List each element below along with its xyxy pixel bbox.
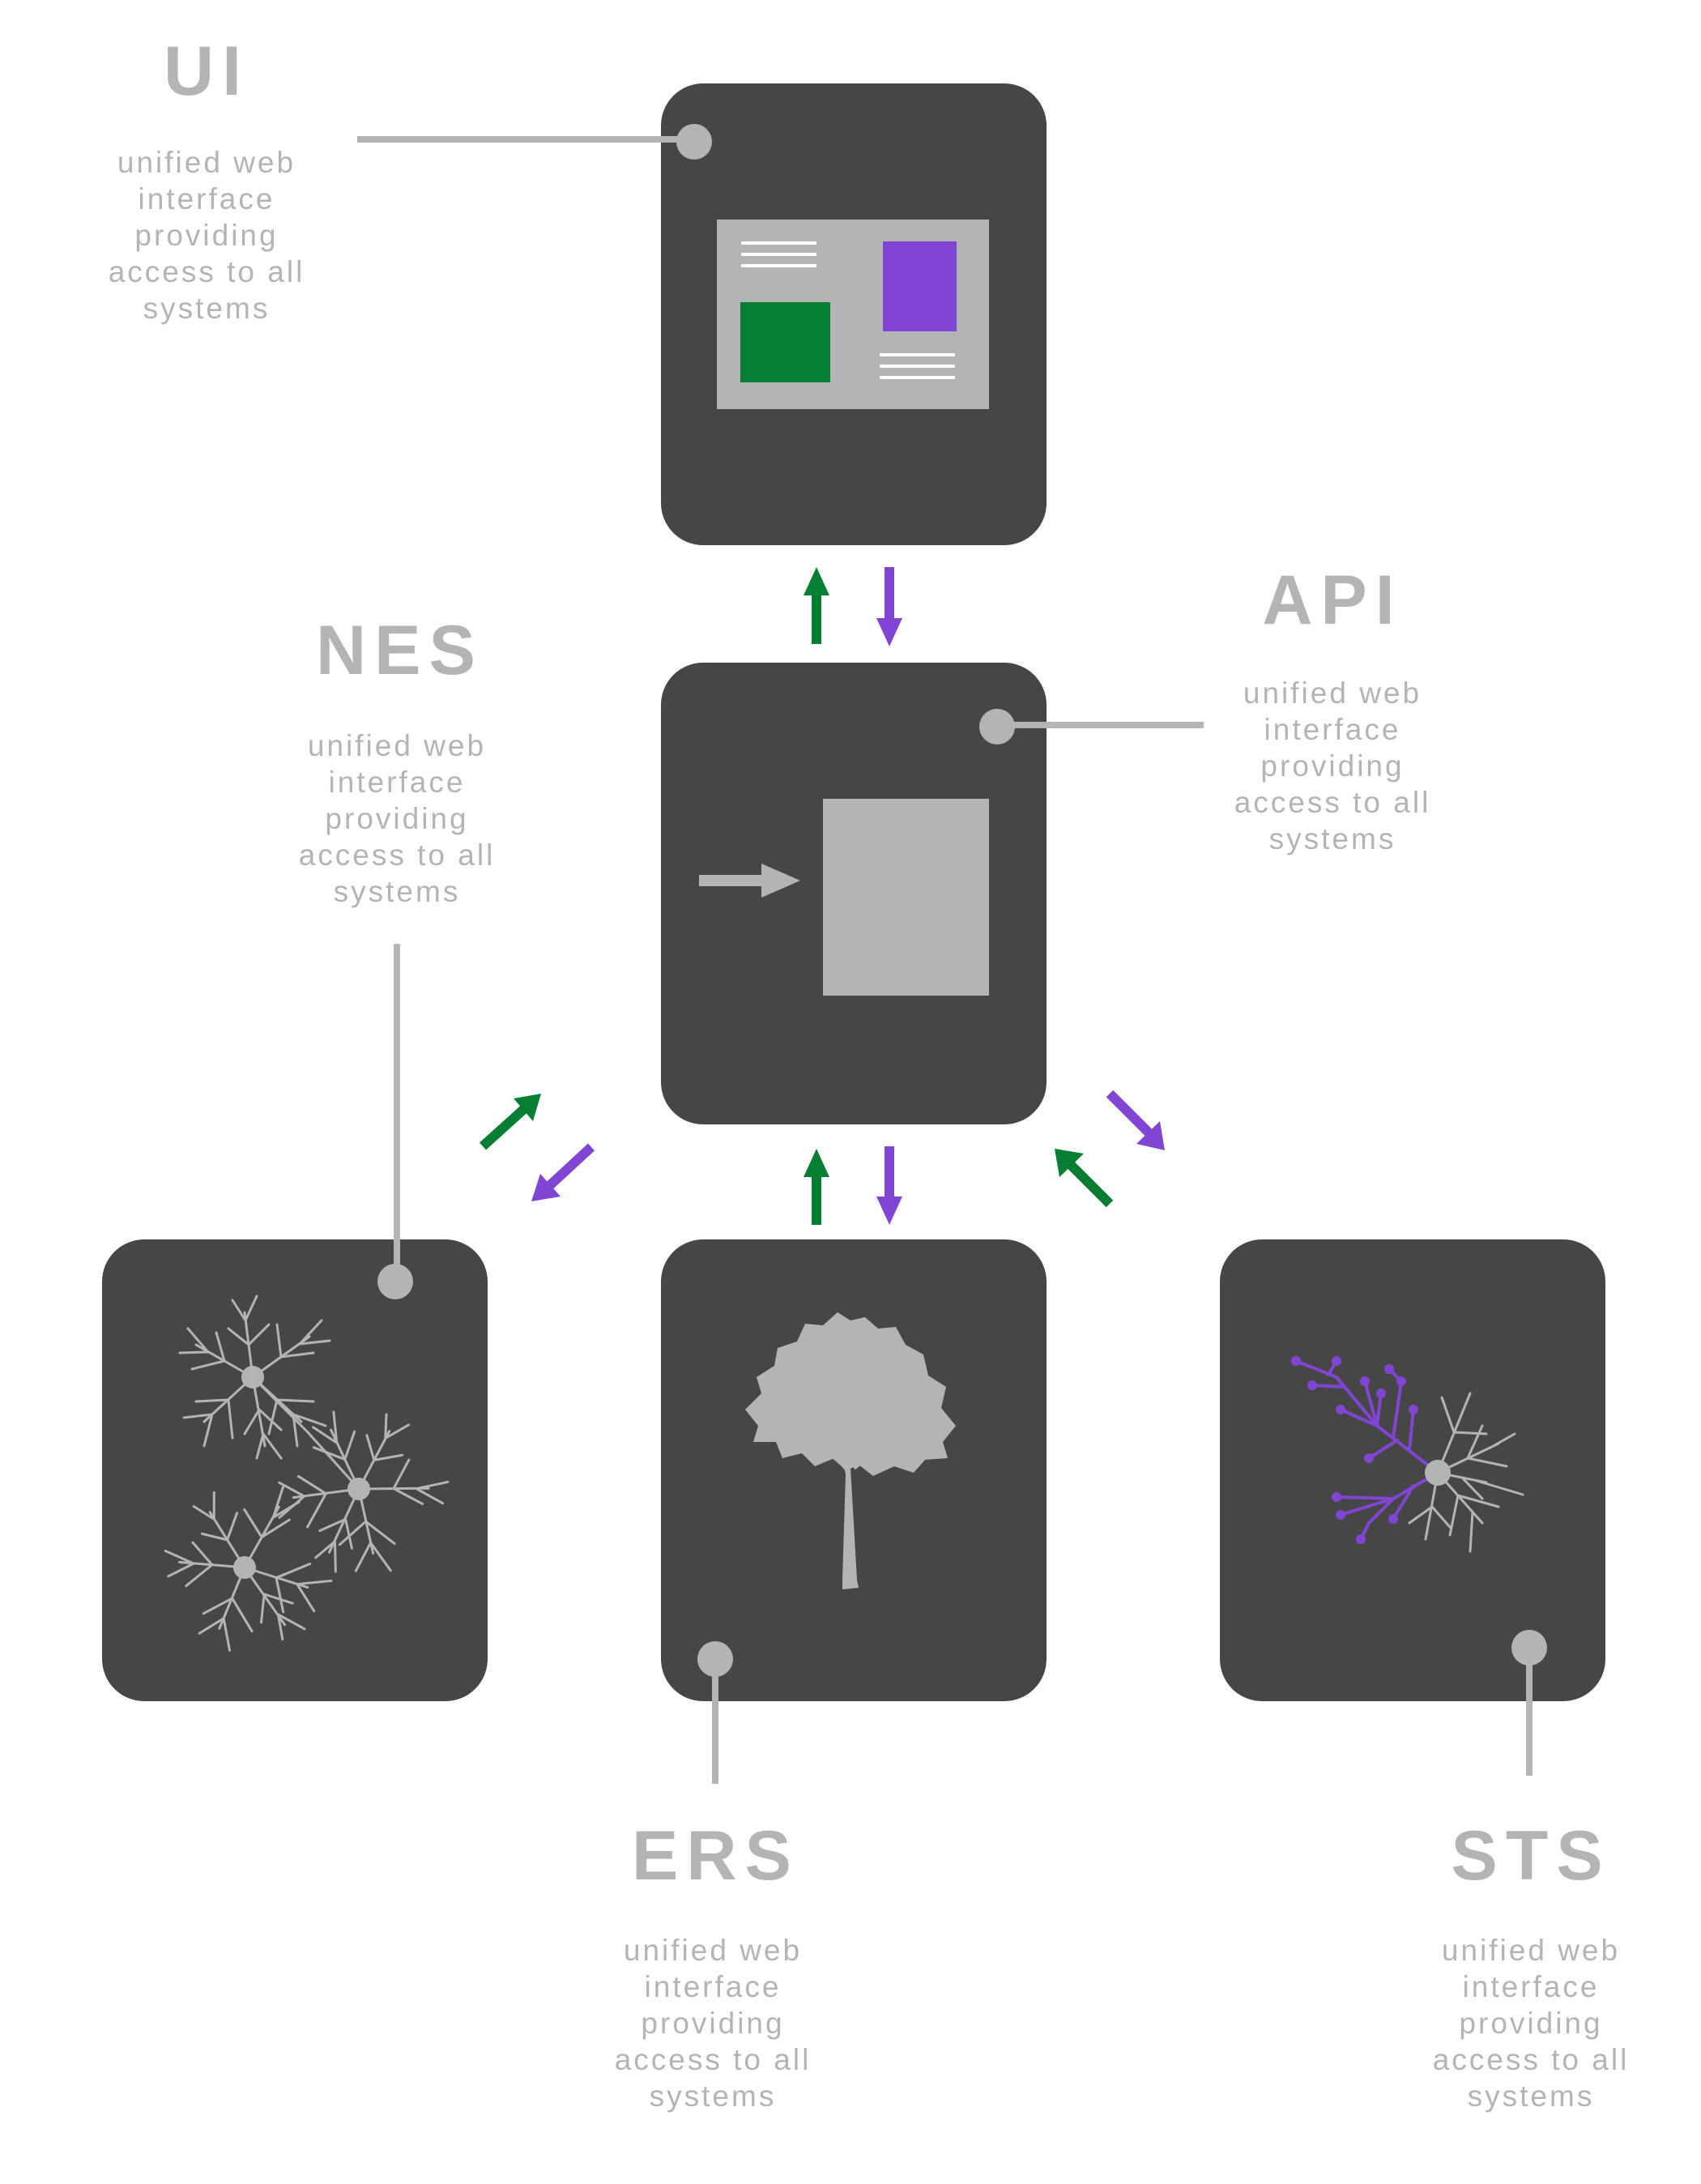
api-input-icon — [699, 799, 989, 996]
sts-desc-line: providing — [1459, 2007, 1603, 2040]
connector-sts — [1511, 1630, 1547, 1776]
connector-ers — [697, 1641, 733, 1784]
connector-api — [979, 709, 1204, 744]
api-description: unified web interface providing access t… — [1203, 675, 1462, 857]
ui-desc-line: providing — [134, 219, 279, 252]
ers-desc-line: systems — [649, 2079, 777, 2113]
ers-panel[interactable] — [661, 1239, 1047, 1701]
arrow-up-sts-api — [1055, 1149, 1114, 1208]
ui-desc-line: interface — [138, 182, 275, 215]
sts-title: STS — [1451, 1817, 1611, 1895]
sts-desc-line: interface — [1462, 1970, 1600, 2003]
arrow-up-nes-api — [479, 1094, 541, 1150]
ers-desc-line: providing — [641, 2007, 785, 2040]
connector-ui — [357, 124, 712, 160]
nes-desc-line: providing — [325, 802, 469, 835]
api-desc-line: systems — [1268, 822, 1396, 855]
nes-title: NES — [316, 612, 484, 689]
api-title: API — [1262, 561, 1403, 639]
green-tile — [740, 302, 830, 382]
arrow-down-api-nes — [531, 1143, 595, 1201]
nes-description: unified web interface providing access t… — [267, 727, 526, 910]
ui-desc-line: systems — [143, 292, 271, 325]
arrow-down-api-sts — [1106, 1090, 1165, 1150]
purple-tile — [883, 241, 957, 331]
nes-desc-line: interface — [328, 766, 466, 799]
ui-desc-line: access to all — [108, 255, 305, 288]
arrow-down-ui-api — [876, 567, 902, 646]
sts-desc-line: access to all — [1432, 2043, 1630, 2076]
sts-panel[interactable] — [1220, 1239, 1605, 1701]
sts-desc-line: unified web — [1441, 1934, 1621, 1967]
ers-desc-line: interface — [644, 1970, 782, 2003]
ers-description: unified web interface providing access t… — [583, 1932, 842, 2114]
nes-desc-line: unified web — [307, 729, 487, 762]
api-desc-line: unified web — [1243, 676, 1422, 710]
sts-desc-line: systems — [1467, 2079, 1595, 2113]
web-dashboard-icon — [717, 220, 989, 409]
ui-desc-line: unified web — [117, 146, 296, 179]
api-desc-line: interface — [1264, 713, 1401, 746]
nes-desc-line: systems — [333, 875, 461, 908]
arrow-up-api-ui — [804, 567, 829, 644]
connector-nes — [377, 944, 413, 1299]
nes-desc-line: access to all — [298, 838, 496, 872]
neuron-highlight-icon — [1291, 1356, 1524, 1553]
neurons-icon — [143, 1295, 470, 1674]
ui-title: UI — [164, 32, 249, 110]
tree-icon — [745, 1312, 956, 1589]
ers-desc-line: unified web — [623, 1934, 803, 1967]
sts-description: unified web interface providing access t… — [1401, 1932, 1660, 2114]
arrow-up-ers-api — [804, 1149, 829, 1225]
ers-desc-line: access to all — [614, 2043, 812, 2076]
api-desc-line: providing — [1260, 749, 1405, 783]
api-desc-line: access to all — [1234, 786, 1431, 819]
ui-description: unified web interface providing access t… — [77, 144, 336, 326]
arrow-down-api-ers — [876, 1146, 902, 1225]
ers-title: ERS — [632, 1817, 799, 1895]
